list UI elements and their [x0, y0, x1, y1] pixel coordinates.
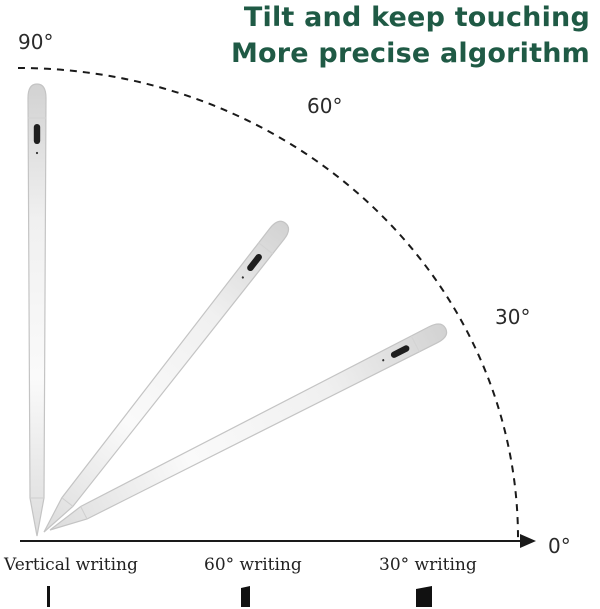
headline-line-1: Tilt and keep touching — [243, 2, 590, 33]
stroke-mark-60-icon — [241, 586, 250, 607]
stroke-mark-vertical-icon — [47, 586, 50, 607]
angle-label-30: 30° — [495, 305, 531, 329]
caption-60-writing: 60° writing — [204, 555, 302, 575]
caption-30-writing: 30° writing — [379, 555, 477, 575]
axis-arrow-icon — [520, 534, 536, 548]
angle-label-0: 0° — [548, 534, 571, 558]
stylus-pen-90 — [27, 83, 47, 537]
headline-line-2: More precise algorithm — [230, 38, 590, 69]
caption-vertical-writing: Vertical writing — [4, 555, 138, 575]
pen-button — [33, 124, 41, 144]
stylus-pen-30 — [49, 323, 448, 531]
pen-button — [247, 253, 262, 272]
stylus-pen-60 — [43, 220, 290, 533]
angle-label-60: 60° — [307, 94, 343, 118]
pen-button — [390, 345, 410, 358]
angle-arc — [17, 67, 519, 539]
stroke-mark-30-icon — [416, 586, 432, 607]
angle-label-90: 90° — [18, 30, 54, 54]
